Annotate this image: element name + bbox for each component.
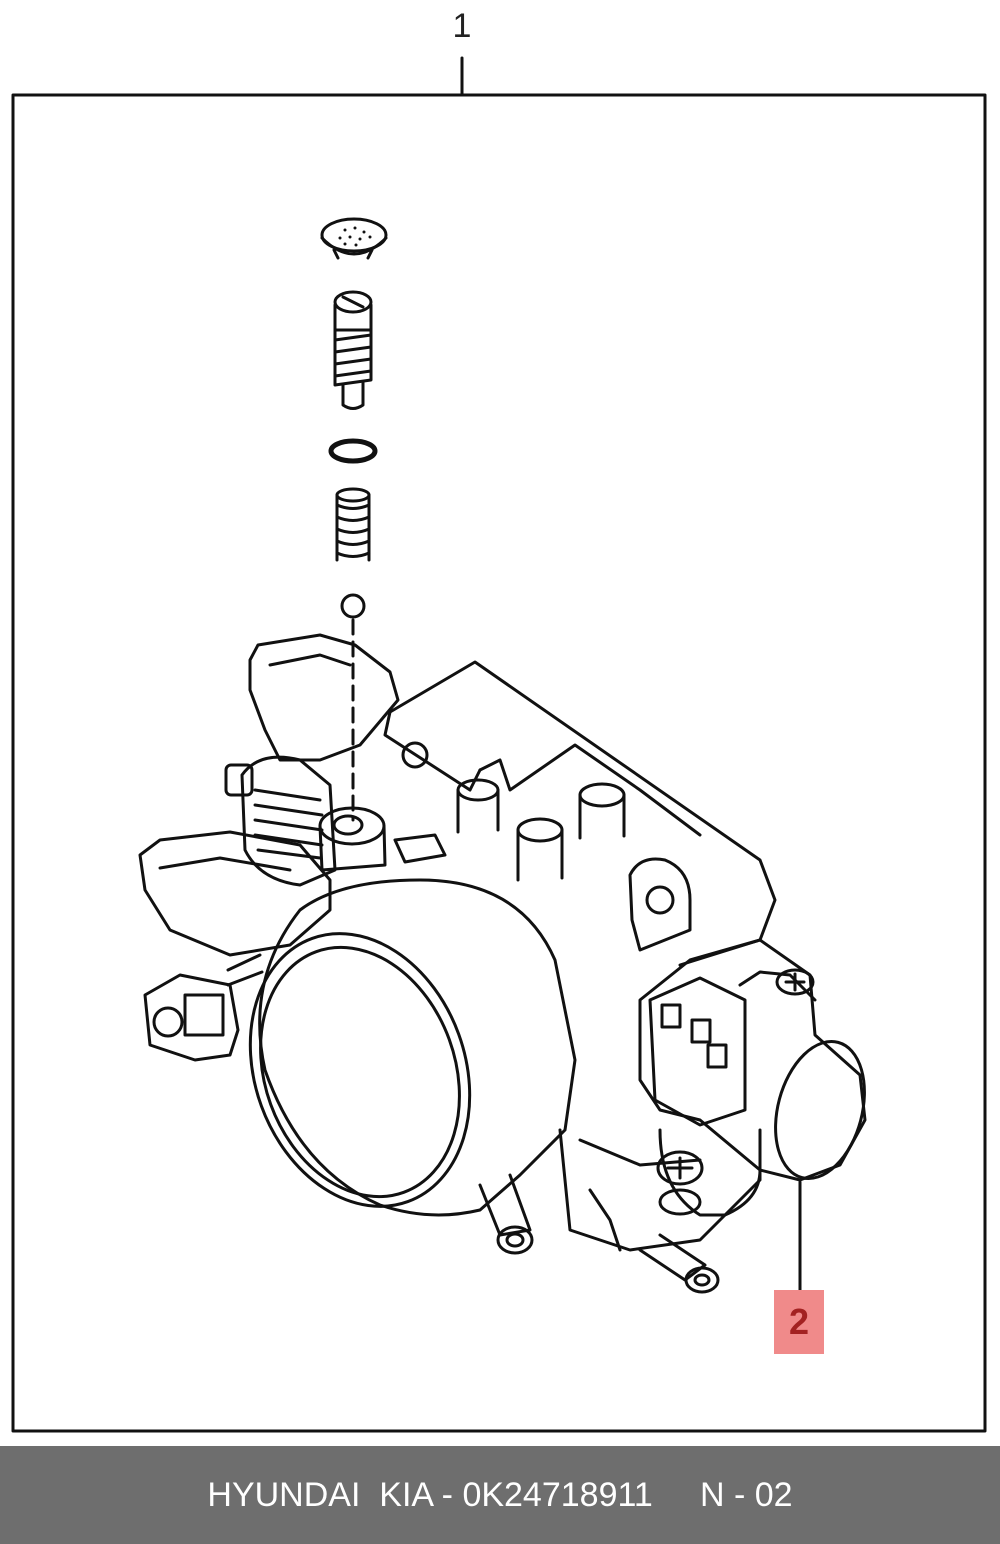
screw-part <box>333 290 373 410</box>
cap-part <box>320 217 388 260</box>
callout-part-1[interactable]: 1 <box>452 7 472 45</box>
ball-part <box>340 593 366 822</box>
diagram-frame <box>11 93 987 1433</box>
throttle-body <box>138 633 867 1294</box>
spring-part <box>335 487 371 562</box>
parts-diagram: 1 2 <box>11 7 987 1433</box>
callout-part-2[interactable]: 2 <box>774 1290 824 1354</box>
o-ring-part <box>328 438 378 464</box>
throttle-body-drawing <box>11 56 987 1433</box>
part-number-footer: HYUNDAI KIA - 0K24718911 N - 02 <box>0 1446 1000 1544</box>
